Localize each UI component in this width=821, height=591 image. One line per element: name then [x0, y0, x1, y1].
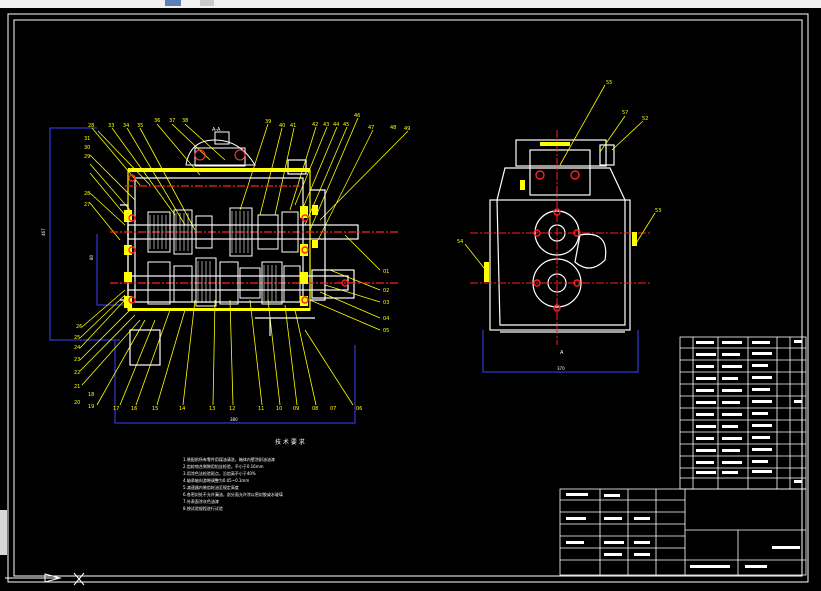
side-leaders — [464, 84, 656, 269]
note-line: 7.外表面涂灰色油漆 — [183, 498, 219, 504]
side-centerlines — [470, 130, 650, 345]
parts-list-table — [679, 336, 807, 490]
callout-label: 28 — [88, 123, 94, 129]
callout-label: 27 — [84, 202, 90, 208]
callout-label: 05 — [383, 328, 389, 334]
callout-label: 30 — [84, 145, 90, 151]
callouts: 28 33 34 35 36 37 38 39 40 41 42 43 44 4… — [74, 113, 410, 412]
callout-label: 33 — [108, 123, 114, 129]
callout-label: 43 — [323, 122, 329, 128]
note-line: 4.轴承轴向游隙调整为0.05~0.1mm — [183, 477, 249, 483]
title-block-text — [566, 493, 800, 568]
callout-label: 24 — [74, 345, 80, 351]
callout-label: 42 — [312, 122, 318, 128]
callout-label: 37 — [169, 118, 175, 124]
shift-fork-assembly — [185, 131, 256, 167]
ucs-icon — [5, 572, 85, 586]
callout-label: 35 — [137, 123, 143, 129]
callout-label: 16 — [131, 406, 137, 412]
callout-label: 18 — [88, 392, 94, 398]
cad-drawing-canvas[interactable]: 467 80 380 — [0, 8, 821, 591]
callout-label: 20 — [74, 400, 80, 406]
callout-label: 55 — [606, 80, 612, 86]
callout-label: 38 — [182, 118, 188, 124]
sheet-frame — [7, 13, 809, 583]
callout-label: 22 — [74, 370, 80, 376]
callout-label: 08 — [312, 406, 318, 412]
notes-heading: 技 术 要 求 — [275, 438, 305, 446]
callout-label: 12 — [229, 406, 235, 412]
title-block — [559, 488, 807, 576]
callout-label: 13 — [209, 406, 215, 412]
callout-label: 47 — [368, 125, 374, 131]
callout-label: 49 — [404, 126, 410, 132]
toolbar-buttons[interactable] — [165, 0, 181, 6]
callout-label: 06 — [356, 406, 362, 412]
callout-label: 11 — [258, 406, 264, 412]
callout-label: 39 — [265, 119, 271, 125]
note-line: 1.装配前所有零件用煤油清洗，箱体内壁涂耐油油漆 — [183, 456, 275, 462]
toolbar-strip — [0, 0, 821, 8]
side-section-label: A — [560, 350, 564, 356]
bearings — [124, 168, 318, 311]
panel-edge — [0, 510, 7, 555]
callout-label: 57 — [622, 110, 628, 116]
callout-label: 29 — [84, 154, 90, 160]
callout-label: 17 — [113, 406, 119, 412]
callout-label: 03 — [383, 300, 389, 306]
callout-label: 07 — [330, 406, 336, 412]
callout-label: 36 — [154, 118, 160, 124]
callout-label: 31 — [84, 136, 90, 142]
note-line: 2.齿轮啮合侧隙用铅丝检验，不小于0.16mm — [183, 463, 264, 469]
callout-label: 41 — [290, 123, 296, 129]
callout-label: 10 — [276, 406, 282, 412]
side-yellow-parts — [484, 142, 637, 282]
callout-label: 40 — [279, 123, 285, 129]
main-view: 467 80 380 — [41, 113, 410, 424]
red-marks — [128, 174, 349, 304]
callout-label: 21 — [74, 384, 80, 390]
callout-label: 28 — [84, 191, 90, 197]
side-view-dimensions — [482, 330, 639, 373]
callout-label: 04 — [383, 316, 389, 322]
main-view-dimensions — [49, 127, 356, 424]
callout-label: 34 — [123, 123, 129, 129]
callout-label: 19 — [88, 404, 94, 410]
note-line: 3.用涂色法检验斑点，沿齿高不小于40% — [183, 470, 256, 476]
note-line: 6.各密封处不允许漏油，剖分面允许涂以密封胶或水玻璃 — [183, 491, 283, 497]
callout-label: 14 — [179, 406, 185, 412]
callout-label: 15 — [152, 406, 158, 412]
dim-left-text: 467 — [41, 228, 46, 236]
side-view: 370 — [457, 80, 661, 373]
callout-label: 45 — [343, 122, 349, 128]
side-red-holes — [533, 170, 581, 312]
parts-list-text — [696, 340, 802, 483]
side-callouts: 55 57 52 53 54 — [457, 80, 661, 245]
callout-label: 53 — [655, 208, 661, 214]
side-dim-text: 370 — [557, 366, 565, 371]
section-label-aa: A-A — [212, 127, 221, 133]
callout-label: 09 — [293, 406, 299, 412]
callout-label: 02 — [383, 288, 389, 294]
callout-label: 23 — [74, 357, 80, 363]
dim-height-text: 80 — [89, 254, 94, 260]
gear-teeth — [149, 211, 277, 303]
callout-label: 46 — [354, 113, 360, 119]
callout-label: 44 — [333, 122, 339, 128]
callout-label: 25 — [74, 335, 80, 341]
note-line: 8.按试验规程进行试验 — [183, 505, 223, 511]
callout-label: 01 — [383, 269, 389, 275]
dim-bottom-text: 380 — [230, 417, 238, 422]
callout-label: 54 — [457, 239, 463, 245]
callout-label: 48 — [390, 125, 396, 131]
gear-stack — [147, 207, 301, 307]
side-housing — [489, 139, 631, 333]
technical-notes: 技 术 要 求 1.装配前所有零件用煤油清洗，箱体内壁涂耐油油漆 2.齿轮啮合侧… — [183, 438, 305, 511]
note-line: 5.减速器内装齿轮油至规定高度 — [183, 484, 239, 490]
callout-label: 26 — [76, 324, 82, 330]
shafts — [110, 185, 400, 291]
toolbar-button[interactable] — [200, 0, 214, 6]
callout-label: 52 — [642, 116, 648, 122]
leader-lines — [79, 117, 409, 406]
